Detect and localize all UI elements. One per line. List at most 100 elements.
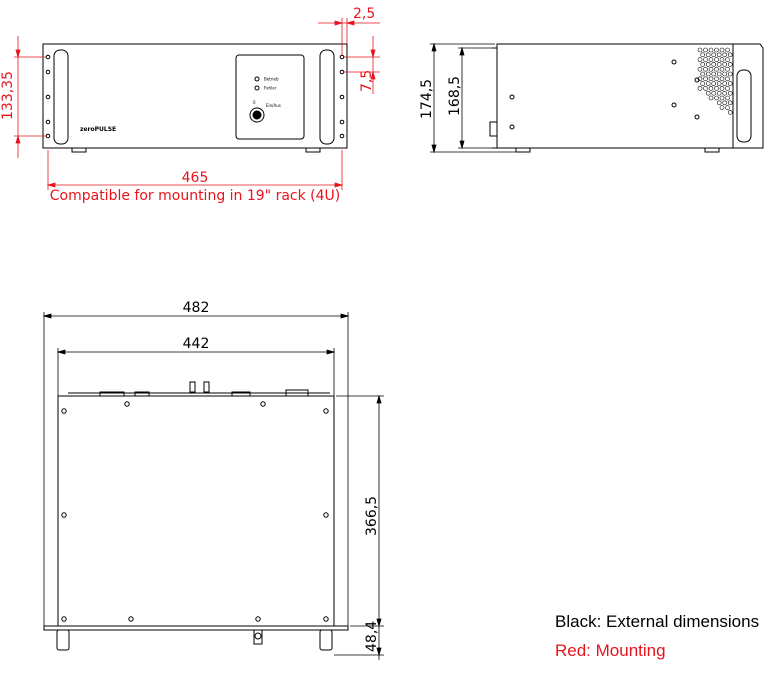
side-handle-frame (733, 43, 764, 149)
legend-mounting: Red: Mounting (555, 641, 666, 660)
vent-hole (725, 76, 730, 82)
top-front-panel (43, 625, 349, 631)
front-offset-label: 2,5 (353, 6, 375, 22)
vent-hole (708, 66, 714, 72)
side-screw (694, 114, 700, 120)
indicator-led-1 (254, 76, 260, 82)
vent-hole (697, 86, 703, 91)
side-screw (509, 94, 515, 100)
vent-hole (705, 52, 711, 58)
front-caption: Compatible for mounting in 19" rack (4U) (50, 188, 341, 204)
vent-hole (697, 47, 703, 53)
vent-hole (703, 47, 708, 53)
legend-external: Black: External dimensions (555, 612, 760, 631)
vent-hole (716, 62, 722, 67)
vent-hole (708, 86, 714, 91)
vent-hole (714, 66, 719, 72)
vent-hole (705, 62, 711, 67)
side-screw (671, 59, 677, 65)
top-body (57, 395, 335, 627)
top-screw (61, 408, 67, 414)
side-view (489, 43, 764, 153)
vent-hole (700, 81, 706, 86)
rear-connector-top (189, 381, 196, 393)
vent-hole (714, 95, 719, 101)
vent-hole (719, 95, 725, 101)
vent-hole (711, 52, 717, 58)
vent-grid (697, 47, 733, 115)
vent-hole (700, 52, 706, 58)
side-screw (671, 102, 677, 108)
vent-hole (719, 66, 725, 72)
vent-hole (708, 76, 714, 82)
top-screw (61, 616, 67, 622)
vent-hole (705, 81, 711, 86)
indicator-led-2 (254, 85, 260, 91)
indicator-label-1: Betrieb (264, 77, 279, 82)
vent-hole (700, 71, 706, 77)
vent-hole (716, 52, 722, 58)
rack-hole (339, 69, 345, 75)
vent-hole (719, 57, 725, 62)
top-screw (260, 401, 266, 407)
vent-hole (722, 71, 728, 77)
side-screw (509, 124, 515, 130)
front-foot-right (305, 147, 321, 153)
vent-hole (725, 86, 730, 91)
vent-hole (703, 66, 708, 72)
vent-hole (708, 95, 714, 101)
vent-hole (722, 81, 728, 86)
top-screw (323, 408, 329, 414)
front-view (42, 43, 348, 153)
vent-hole (722, 90, 728, 96)
vent-hole (700, 62, 706, 67)
vent-hole (727, 90, 733, 96)
vent-hole (697, 57, 703, 62)
top-screw (128, 616, 134, 622)
top-screw (61, 512, 67, 518)
key-switch-core (252, 110, 262, 120)
front-handle-right (319, 49, 335, 145)
front-height-label: 133,35 (0, 71, 16, 120)
side-handle (736, 69, 752, 143)
vent-hole (697, 66, 703, 72)
top-handle-depth-label: 48,4 (364, 621, 380, 652)
vent-hole (725, 105, 730, 110)
vent-hole (705, 71, 711, 77)
vent-hole (697, 76, 703, 82)
rear-connector (489, 121, 498, 137)
vent-hole (703, 76, 708, 82)
rack-hole (339, 119, 345, 125)
rack-hole (45, 69, 51, 75)
front-mounting-dims (14, 18, 380, 190)
vent-hole (725, 57, 730, 62)
side-foot-right (704, 147, 720, 153)
vent-hole (716, 90, 722, 96)
vent-hole (711, 90, 717, 96)
vent-hole (727, 81, 733, 86)
vent-hole (705, 90, 711, 96)
side-dims (430, 42, 520, 154)
vent-hole (716, 81, 722, 86)
top-key (253, 630, 263, 645)
vent-hole (714, 76, 719, 82)
vent-hole (719, 76, 725, 82)
vent-hole (727, 52, 733, 58)
top-screw (255, 616, 261, 622)
front-width-label: 465 (182, 170, 209, 186)
top-screw (323, 512, 329, 518)
vent-hole (727, 110, 733, 115)
top-screw (124, 401, 130, 407)
front-panel (42, 43, 348, 149)
top-depth-label: 366,5 (364, 496, 380, 536)
top-handle-left (56, 629, 70, 651)
switch-label-0: 0 (253, 100, 256, 105)
vent-hole (703, 57, 708, 62)
top-screw (323, 616, 329, 622)
rack-hole (45, 54, 51, 60)
vent-hole (719, 47, 725, 53)
top-outer-width-label: 482 (183, 300, 210, 316)
vent-hole (714, 86, 719, 91)
front-foot-left (71, 147, 87, 153)
